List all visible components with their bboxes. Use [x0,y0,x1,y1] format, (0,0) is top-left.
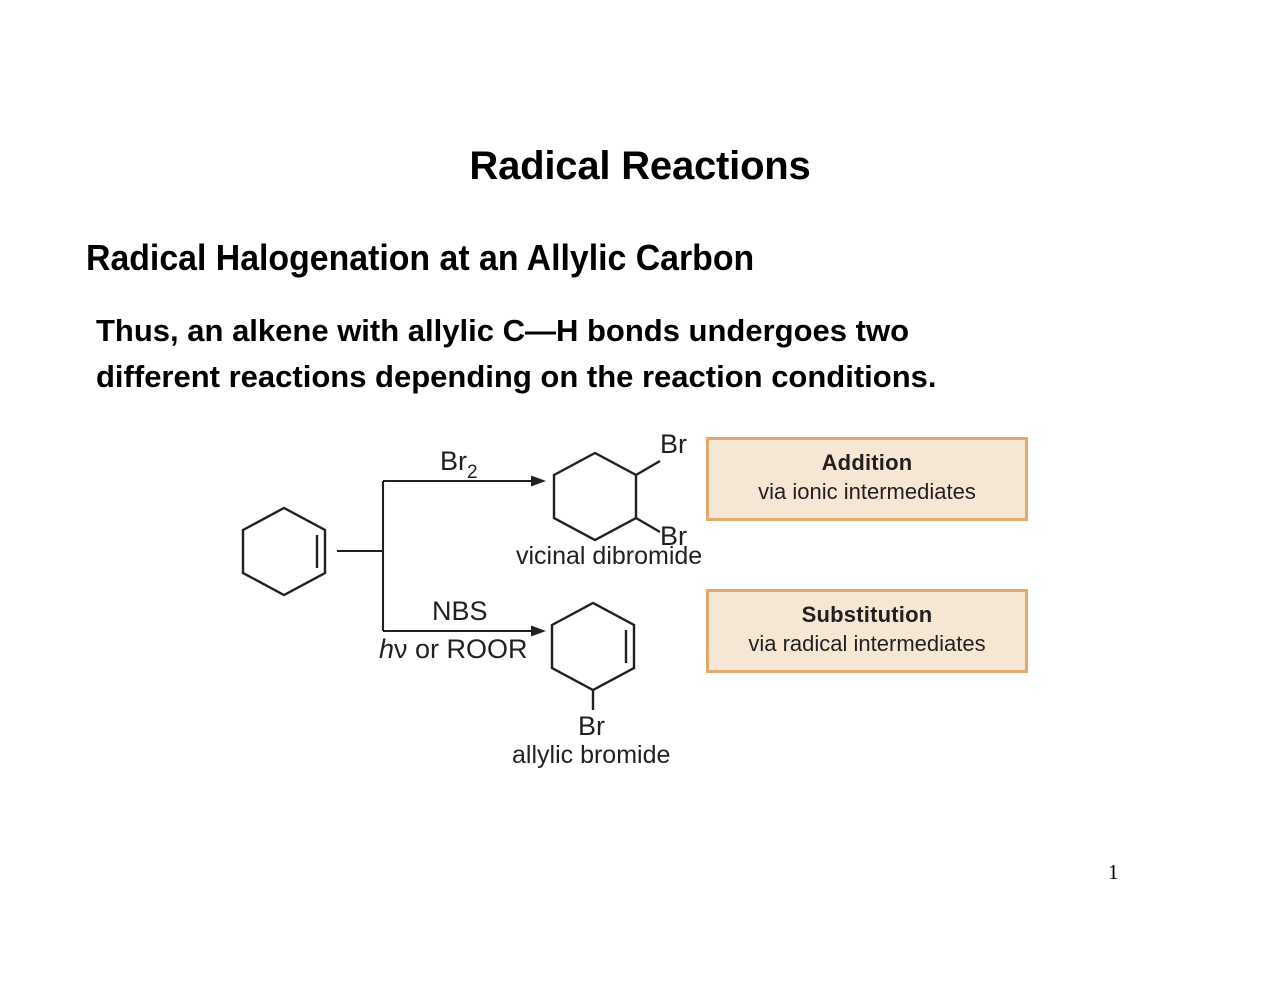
reactant-cyclohexene [241,506,327,597]
arrow-head-substitution [531,625,546,637]
reagent-label-br2: Br2 [440,446,478,483]
page-number: 1 [1108,860,1119,884]
dibromide-ring [552,451,638,542]
allylic-bromide-ring [550,601,636,692]
callout-substitution-subtitle: via radical intermediates [748,631,986,656]
body-paragraph-line-2: different reactions depending on the rea… [96,359,937,394]
substituent-label-br-top: Br [660,429,687,459]
callout-addition-subtitle: via ionic intermediates [758,479,976,504]
page-title: Radical Reactions [469,144,811,188]
callout-substitution-title: Substitution [801,602,933,627]
bond-to-top-bromine [635,459,661,477]
reaction-scheme-diagram: Br2 Br Br vicinal dibromide NBS hν or RO… [0,405,1060,785]
product-name-allylic-bromide: allylic bromide [512,741,670,769]
product-name-vicinal-dibromide: vicinal dibromide [516,542,702,570]
substituent-label-br-allylic: Br [578,711,605,741]
body-paragraph-line-1: Thus, an alkene with allylic C—H bonds u… [96,313,910,348]
branch-connector [337,481,385,631]
bond-to-bottom-bromine [635,516,661,534]
reagent-label-hv-or-roor: hν or ROOR [379,634,528,664]
callout-substitution: Substitution via radical intermediates [706,589,1028,673]
substituent-label-br-bottom: Br [660,521,687,551]
reaction-arrow-substitution [383,625,546,637]
cyclohexene-ring [241,506,327,597]
product-allylic-bromide: Br [550,601,636,741]
product-vicinal-dibromide: Br Br [552,429,687,551]
callout-addition-title: Addition [821,450,913,475]
reaction-arrow-addition [383,475,546,487]
reagent-label-nbs: NBS [432,596,488,626]
callout-addition: Addition via ionic intermediates [706,437,1028,521]
body-paragraph: Thus, an alkene with allylic C—H bonds u… [96,308,1184,400]
section-heading: Radical Halogenation at an Allylic Carbo… [86,237,755,278]
arrow-head-addition [531,475,546,487]
